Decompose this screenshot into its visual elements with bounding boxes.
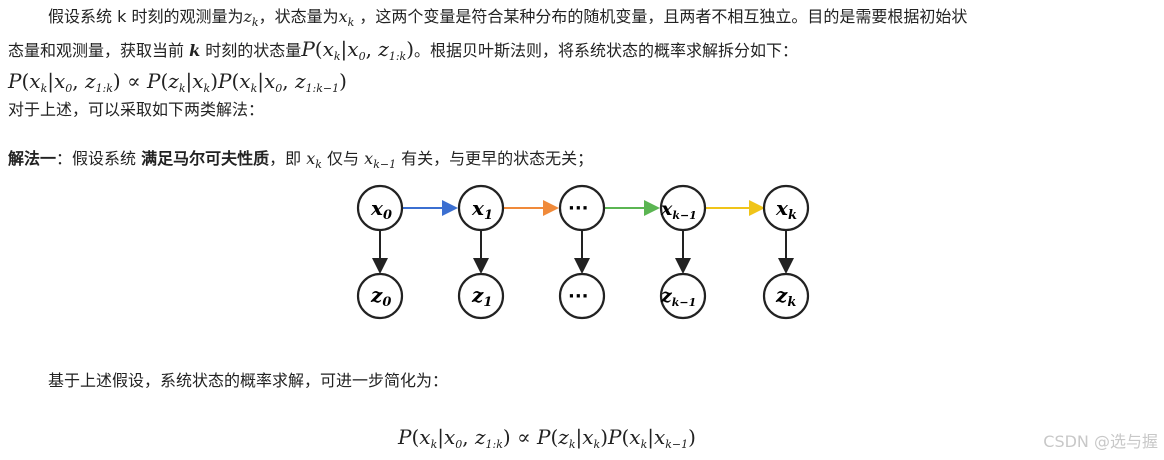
intro-two-methods: 对于上述，可以采取如下两类解法： [8,100,265,119]
node-xk-1: xk−1 [659,184,707,232]
node-x0: x0 [356,184,404,232]
math-posterior: P(xk|x0, z1:k) [301,37,415,63]
csdn-watermark: CSDN @选与握 [1043,432,1158,451]
node-xk: xk [762,184,810,232]
math-xk-minus-1: xk−1 [364,149,397,171]
simplify-paragraph: 基于上述假设，系统状态的概率求解，可进一步简化为： [48,371,449,390]
node-zk-1: zk−1 [659,272,707,320]
method-1-line: 解法一：假设系统 满足马尔可夫性质，即 xk 仅与 xk−1 有关，与更早的状态… [8,149,594,171]
bayes-formula: P(xk|x0, z1:k) ∝ P(zk|xk)P(xk|x0, z1:k−1… [8,69,347,95]
math-zk: zk [243,7,259,29]
node-x1: x1 [457,184,505,232]
markov-chain-diagram: x0 x1 ··· xk−1 xk z0 z1 ··· zk−1 zk [356,184,810,320]
math-xk: xk [338,7,355,29]
paragraph-1-line-1: 假设系统 k 时刻的观测量为zk，状态量为xk ，这两个变量是符合某种分布的随机… [48,7,968,29]
node-dots-top: ··· [558,184,606,232]
node-dots-bottom: ··· [558,272,606,320]
node-z1: z1 [457,272,505,320]
node-zk: zk [762,272,810,320]
paragraph-1-line-2: 态量和观测量，获取当前 k 时刻的状态量P(xk|x0, z1:k)。根据贝叶斯… [8,37,799,63]
math-xk-2: xk [306,149,322,171]
simplified-formula: P(xk|x0, z1:k) ∝ P(zk|xk)P(xk|xk−1) [398,425,696,451]
node-z0: z0 [356,272,404,320]
svg-text:···: ··· [568,286,589,307]
svg-text:···: ··· [568,198,589,219]
